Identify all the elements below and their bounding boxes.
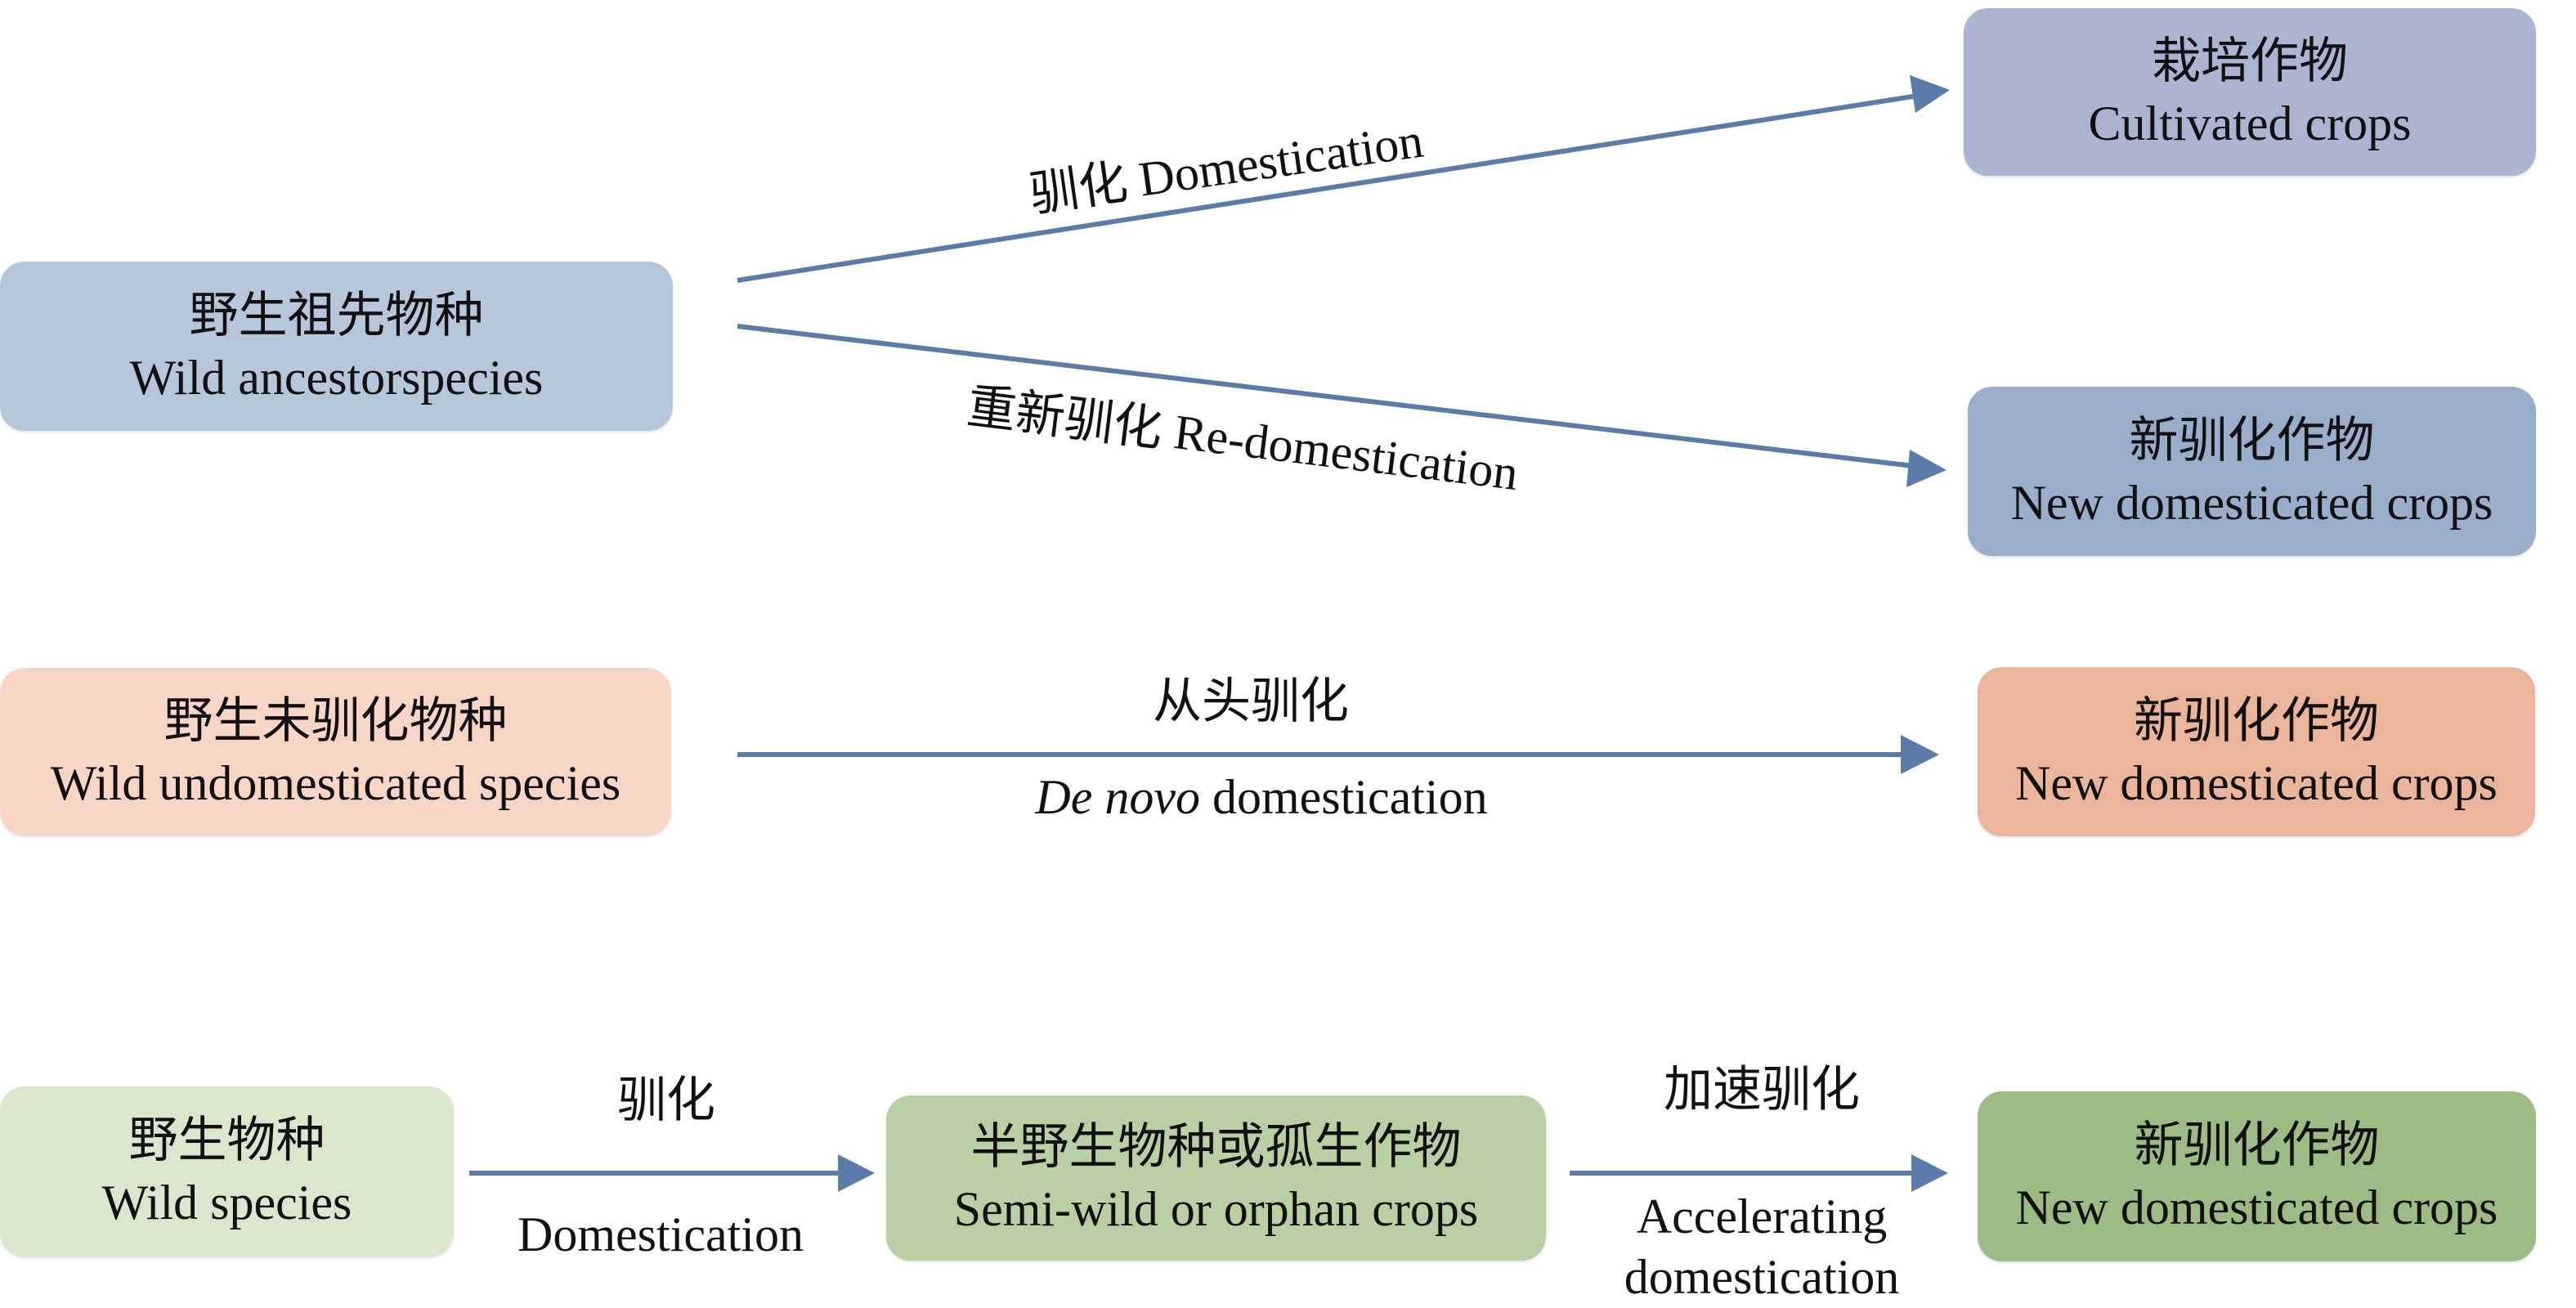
- arrowhead-icon: [1910, 75, 1950, 113]
- node-label-en: New domesticated crops: [2010, 475, 2493, 530]
- arrow-accelerating-domestication: [1570, 1154, 1948, 1192]
- node-wild-species: 野生物种 Wild species: [0, 1086, 454, 1256]
- arrow-domestication-step: [469, 1154, 875, 1192]
- edge-label-accelerating-en-line1: Accelerating: [1636, 1189, 1888, 1243]
- node-label-en: Wild undomesticated species: [50, 755, 621, 810]
- node-cultivated-crops: 栽培作物 Cultivated crops: [1964, 8, 2536, 176]
- edge-label-rest: domestication: [1200, 770, 1488, 824]
- arrowhead-icon: [838, 1154, 875, 1192]
- edge-label-domestication-cn: 驯化: [617, 1073, 715, 1127]
- node-label-cn: 野生未驯化物种: [164, 693, 508, 748]
- arrowhead-icon: [1901, 735, 1939, 774]
- node-label-en: Wild species: [101, 1176, 352, 1230]
- arrowhead-icon: [1911, 1154, 1948, 1192]
- node-semi-wild-or-orphan-crops: 半野生物种或孤生作物 Semi-wild or orphan crops: [886, 1095, 1546, 1261]
- node-new-domesticated-crops-redomestication: 新驯化作物 New domesticated crops: [1968, 387, 2536, 556]
- edge-label-italic: De novo: [1035, 770, 1200, 824]
- node-label-cn: 新驯化作物: [2134, 1118, 2380, 1172]
- arrow-redomestication: [737, 324, 1947, 487]
- node-wild-ancestor-species: 野生祖先物种 Wild ancestorspecies: [0, 262, 673, 431]
- node-label-en: New domesticated crops: [2015, 755, 2498, 810]
- node-new-domesticated-crops-de-novo: 新驯化作物 New domesticated crops: [1978, 667, 2535, 836]
- node-label-cn: 野生物种: [128, 1113, 325, 1167]
- node-label-en: Cultivated crops: [2088, 96, 2412, 150]
- edge-label-de-novo-cn: 从头驯化: [1153, 674, 1349, 728]
- node-label-cn: 新驯化作物: [2129, 413, 2375, 468]
- node-label-cn: 野生祖先物种: [189, 288, 484, 343]
- node-wild-undomesticated-species: 野生未驯化物种 Wild undomesticated species: [0, 668, 671, 835]
- node-label-cn: 半野生物种或孤生作物: [970, 1120, 1462, 1174]
- node-new-domesticated-crops-accelerated: 新驯化作物 New domesticated crops: [1978, 1091, 2536, 1261]
- arrow-de-novo-domestication: [737, 735, 1939, 774]
- node-label-cn: 栽培作物: [2152, 34, 2348, 88]
- node-label-en: Wild ancestorspecies: [129, 350, 544, 405]
- edge-label-domestication-en: Domestication: [517, 1207, 804, 1261]
- edge-label-accelerating-cn: 加速驯化: [1664, 1063, 1860, 1117]
- edge-label-de-novo-en: De novo domestication: [1035, 768, 1487, 826]
- node-label-en: New domesticated crops: [2015, 1180, 2498, 1234]
- node-label-cn: 新驯化作物: [2134, 693, 2379, 748]
- arrowhead-icon: [1906, 450, 1947, 487]
- arrow-domestication: [737, 75, 1950, 283]
- edge-label-accelerating-en-line2: domestication: [1624, 1250, 1900, 1304]
- node-label-en: Semi-wild or orphan crops: [953, 1182, 1479, 1236]
